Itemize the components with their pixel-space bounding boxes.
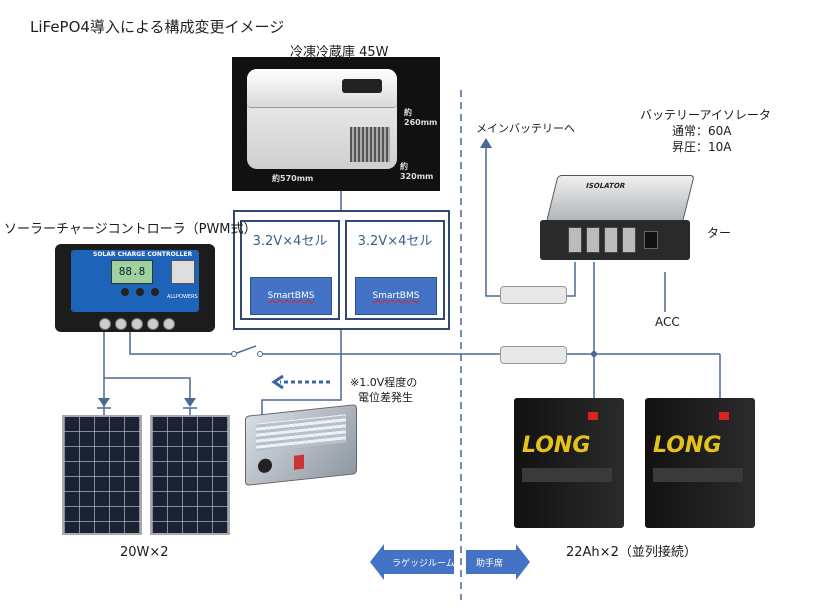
isolator-title: バッテリーアイソレータ <box>640 108 771 122</box>
isolator-normal: 通常：60A <box>672 124 732 138</box>
fridge-label: 冷凍冷蔵庫 45W <box>290 45 389 60</box>
controller-brand: ALLPOWERS <box>167 294 198 300</box>
controller-lcd: 88.8 <box>111 260 153 284</box>
isolator-image: ISOLATOR <box>540 165 695 265</box>
diode-1 <box>98 398 110 407</box>
controller-panel-text: SOLAR CHARGE CONTROLLER <box>93 251 193 258</box>
isolator-side-label: ター <box>707 226 732 240</box>
cell-pack-2: 3.2V×4セル SmartBMS <box>345 220 445 320</box>
panel-link-wire <box>104 377 191 398</box>
main-battery-label: メインバッテリーへ <box>476 122 575 135</box>
cc-battery-wire <box>129 332 234 355</box>
battery-2: LONG <box>645 398 755 528</box>
location-arrows <box>370 544 530 580</box>
usb-port-icon <box>171 260 195 284</box>
fuse-holder-1 <box>500 286 567 304</box>
fridge-dim-depth: 約570mm <box>272 174 314 183</box>
page-title: LiFePO4導入による構成変更イメージ <box>30 18 285 36</box>
nav-right-label: 助手席 <box>476 559 504 569</box>
fridge-image: 約570mm 約260mm 約320mm <box>232 57 440 191</box>
battery-1: LONG <box>514 398 624 528</box>
solar-label: 20W×2 <box>120 545 169 560</box>
cell-pack-2-label: 3.2V×4セル <box>357 234 433 249</box>
charge-controller-image: SOLAR CHARGE CONTROLLER 88.8 ALLPOWERS <box>55 244 215 332</box>
fridge-dim-height: 約260mm <box>404 108 438 127</box>
cells-dcdc-wire <box>261 330 342 418</box>
cell-pack-1-label: 3.2V×4セル <box>252 234 328 249</box>
nav-left-label: ラゲッジルーム <box>392 559 455 569</box>
note-line-2: 電位差発生 <box>358 391 413 404</box>
battery-label: 22Ah×2（並列接続） <box>566 545 697 560</box>
controller-label: ソーラーチャージコントローラ（PWM式） <box>4 222 257 237</box>
solar-panel-1 <box>62 415 142 535</box>
switch <box>233 345 257 355</box>
cell-pack-1: 3.2V×4セル SmartBMS <box>240 220 340 320</box>
acc-label: ACC <box>655 315 680 329</box>
solar-panel-2 <box>150 415 230 535</box>
isolator-boost: 昇圧：10A <box>672 140 732 154</box>
bms-2: SmartBMS <box>355 277 437 315</box>
fridge-dim-width: 約320mm <box>400 162 434 181</box>
dcdc-converter-image <box>245 404 357 486</box>
arrow-right-icon <box>466 544 530 580</box>
bms-1: SmartBMS <box>250 277 332 315</box>
fuse-holder-2 <box>500 346 567 364</box>
note-line-1: ※1.0V程度の <box>350 376 418 389</box>
arrow-left-icon <box>370 544 454 580</box>
lifepo4-cell-group: 3.2V×4セル SmartBMS 3.2V×4セル SmartBMS <box>233 210 450 330</box>
diode-2 <box>184 398 196 407</box>
isolator-device-text: ISOLATOR <box>584 182 627 190</box>
